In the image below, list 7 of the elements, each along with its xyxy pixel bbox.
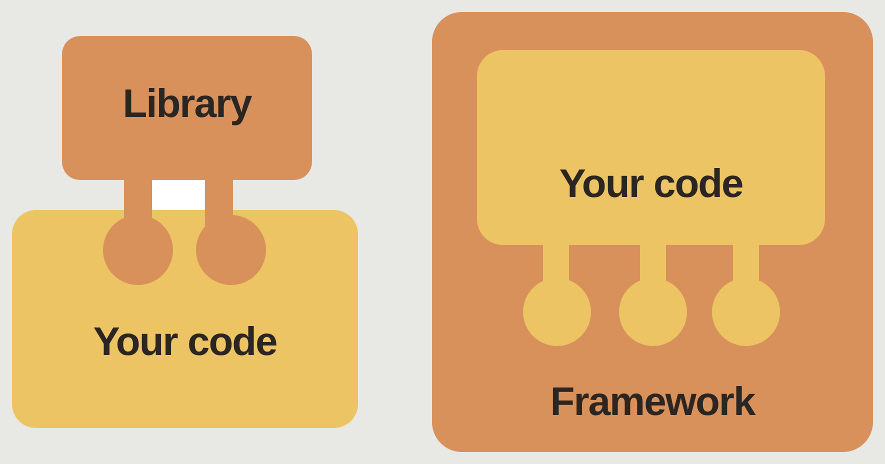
library-box bbox=[62, 36, 312, 180]
box-label: Framework bbox=[550, 380, 755, 424]
box-label: Your code bbox=[93, 320, 277, 364]
box-label: Your code bbox=[559, 162, 743, 206]
box-label: Library bbox=[122, 82, 252, 126]
framework-box bbox=[432, 12, 873, 452]
code-box bbox=[477, 50, 825, 245]
